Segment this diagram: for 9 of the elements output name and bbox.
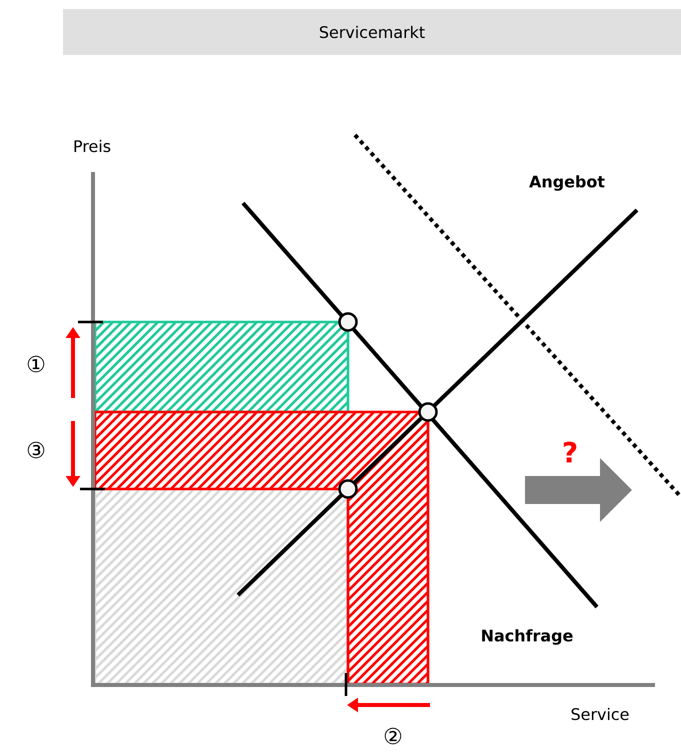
- callout-number: ③: [28, 442, 44, 458]
- curve-label: Angebot: [529, 175, 605, 191]
- callout-number: ①: [28, 356, 44, 372]
- axis-label: Service: [572, 708, 629, 720]
- axis-label: Preis: [74, 140, 110, 152]
- question-mark: ?: [564, 442, 576, 462]
- curve-label: Nachfrage: [482, 629, 573, 645]
- callout-number: ②: [384, 728, 402, 744]
- title-bar: Servicemarkt: [63, 9, 681, 55]
